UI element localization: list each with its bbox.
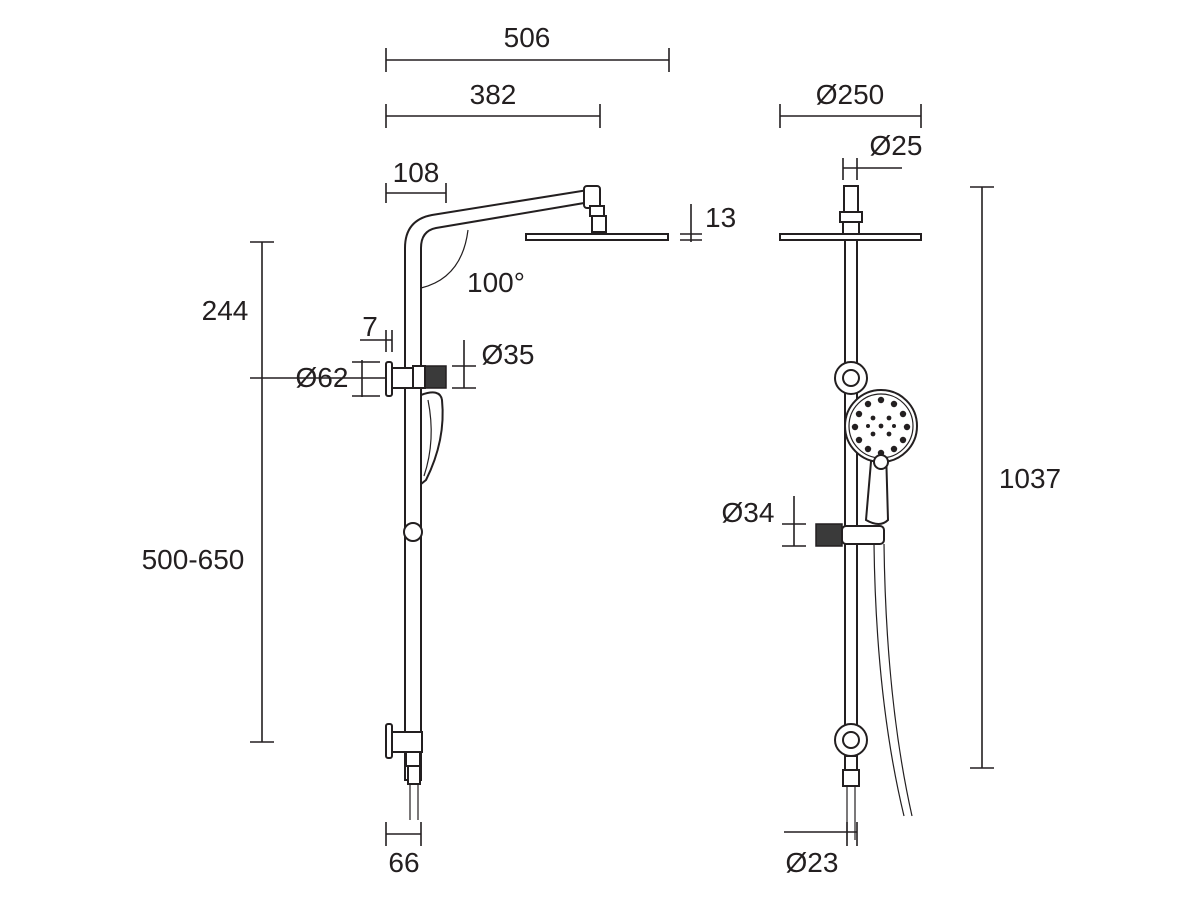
- dim-13: 13: [680, 202, 736, 242]
- hose: [873, 543, 905, 817]
- dim-23: Ø23: [784, 822, 858, 878]
- label-34: Ø34: [722, 497, 775, 528]
- label-500-650: 500-650: [142, 544, 245, 575]
- label-23: Ø23: [786, 847, 839, 878]
- label-62: Ø62: [296, 362, 349, 393]
- label-108: 108: [393, 157, 440, 188]
- dim-vertical-left: 244 500-650: [142, 241, 386, 743]
- upper-bracket: [385, 361, 447, 397]
- front-riser: [844, 239, 858, 771]
- label-1037: 1037: [999, 463, 1061, 494]
- dim-7: 7: [360, 311, 393, 352]
- dim-382: 382: [385, 79, 601, 128]
- label-506: 506: [504, 22, 551, 53]
- front-top-connector: [843, 185, 859, 213]
- front-slider: [815, 523, 885, 547]
- label-382: 382: [470, 79, 517, 110]
- hand-shower-side: [420, 391, 444, 487]
- slider-knob-side: [403, 522, 423, 542]
- label-250: Ø250: [816, 79, 885, 110]
- dim-35: Ø35: [452, 339, 535, 389]
- front-view: Ø250 Ø25: [722, 79, 1062, 878]
- label-100deg: 100°: [467, 267, 525, 298]
- dim-506: 506: [385, 22, 670, 72]
- label-244: 244: [202, 295, 249, 326]
- head-swivel: [583, 185, 607, 233]
- dim-34: Ø34: [722, 496, 806, 547]
- dim-1037: 1037: [970, 186, 1061, 769]
- label-25: Ø25: [870, 130, 923, 161]
- dim-66: 66: [385, 822, 422, 878]
- label-7: 7: [362, 311, 378, 342]
- angle-arc: [420, 229, 469, 289]
- dim-25: Ø25: [842, 130, 923, 180]
- label-35: Ø35: [482, 339, 535, 370]
- label-66: 66: [388, 847, 419, 878]
- side-view: 506 382 108 100°: [142, 22, 737, 878]
- dim-250: Ø250: [779, 79, 922, 128]
- label-13: 13: [705, 202, 736, 233]
- hand-shower-front: [844, 389, 918, 525]
- shower-head-front: [779, 233, 922, 241]
- lower-bracket: [385, 723, 423, 820]
- dim-108: 108: [385, 157, 447, 203]
- shower-head-side: [525, 233, 669, 241]
- dim-62: Ø62: [296, 360, 380, 397]
